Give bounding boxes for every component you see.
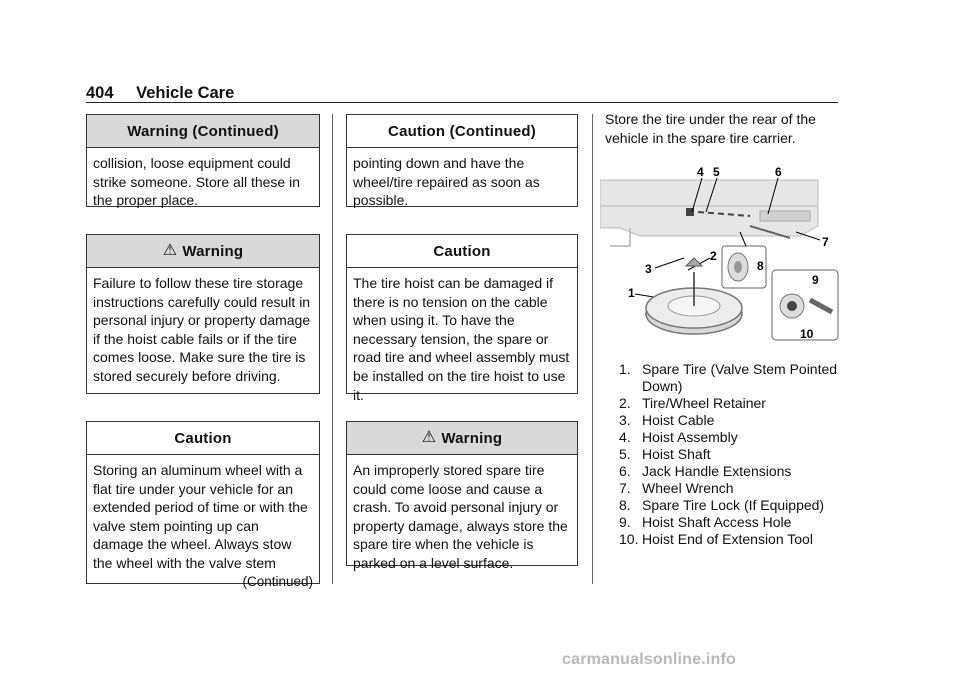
- legend-item: 4.Hoist Assembly: [619, 429, 738, 445]
- page-header: 404 Vehicle Care: [86, 84, 234, 103]
- warning-title-left: ⚠ Warning: [87, 235, 319, 268]
- legend-item: 8.Spare Tire Lock (If Equipped): [619, 497, 825, 513]
- warning-box-left: ⚠ Warning Failure to follow these tire s…: [86, 234, 320, 394]
- watermark: carmanualsonline.info: [562, 651, 737, 668]
- caution-continued-box: Caution (Continued) pointing down and ha…: [346, 114, 578, 208]
- warning-title-text: Warning: [441, 429, 503, 447]
- warning-body-left: Failure to follow these tire storage ins…: [93, 275, 311, 384]
- callout-5: 5: [713, 166, 720, 179]
- warning-title-text: Warning: [182, 242, 244, 260]
- figure-legend: 1.Spare Tire (Valve Stem Pointed Down) 2…: [619, 361, 842, 548]
- warning-continued-box: Warning (Continued) collision, loose equ…: [86, 114, 320, 208]
- intro-text: Store the tire under the rear of the veh…: [605, 111, 816, 146]
- legend-item: 7.Wheel Wrench: [619, 480, 734, 496]
- spare-tire-illustration: 4 5 6 7 2 8 3 1 9 10: [599, 165, 839, 341]
- caution-title-left: Caution: [87, 422, 319, 455]
- continued-label: (Continued): [242, 573, 313, 589]
- legend-item: 6.Jack Handle Extensions: [619, 463, 792, 479]
- callout-4: 4: [697, 166, 704, 179]
- legend-item: 1.Spare Tire (Valve Stem Pointed Down): [619, 361, 838, 394]
- callout-8: 8: [757, 259, 764, 273]
- caution-body-left: Storing an aluminum wheel with a flat ti…: [93, 462, 308, 571]
- legend-item: 5.Hoist Shaft: [619, 446, 711, 462]
- warning-triangle-icon: ⚠: [162, 242, 178, 259]
- legend-item: 3.Hoist Cable: [619, 412, 715, 428]
- caution-continued-title: Caution (Continued): [347, 115, 577, 148]
- warning-triangle-icon: ⚠: [421, 429, 437, 446]
- legend-item: 2.Tire/Wheel Retainer: [619, 395, 766, 411]
- warning-continued-body: collision, loose equipment could strike …: [93, 155, 300, 209]
- callout-9: 9: [812, 273, 819, 287]
- column-divider-left: [332, 114, 333, 584]
- warning-continued-title: Warning (Continued): [87, 115, 319, 148]
- legend-item: 9.Hoist Shaft Access Hole: [619, 514, 792, 530]
- caution-title-middle: Caution: [347, 235, 577, 268]
- header-rule: [86, 102, 838, 103]
- callout-6: 6: [775, 166, 782, 179]
- caution-box-left: Caution Storing an aluminum wheel with a…: [86, 421, 320, 589]
- legend-item: 10.Hoist End of Extension Tool: [619, 531, 813, 547]
- section-title: Vehicle Care: [136, 84, 235, 102]
- callout-7: 7: [822, 235, 829, 249]
- caution-box-middle: Caution The tire hoist can be damaged if…: [346, 234, 578, 403]
- column-divider-right: [592, 114, 593, 584]
- warning-title-middle: ⚠ Warning: [347, 422, 577, 455]
- caution-body-middle: The tire hoist can be damaged if there i…: [353, 275, 570, 403]
- callout-2: 2: [710, 249, 717, 263]
- warning-body-middle: An improperly stored spare tire could co…: [353, 462, 568, 571]
- page-number: 404: [86, 84, 114, 102]
- spare-tire-figure: 4 5 6 7 2 8 3 1 9 10: [599, 165, 840, 351]
- callout-3: 3: [645, 262, 652, 276]
- caution-continued-body: pointing down and have the wheel/tire re…: [353, 155, 540, 209]
- callout-10: 10: [800, 327, 814, 341]
- warning-box-middle: ⚠ Warning An improperly stored spare tir…: [346, 421, 578, 571]
- callout-1: 1: [628, 286, 635, 300]
